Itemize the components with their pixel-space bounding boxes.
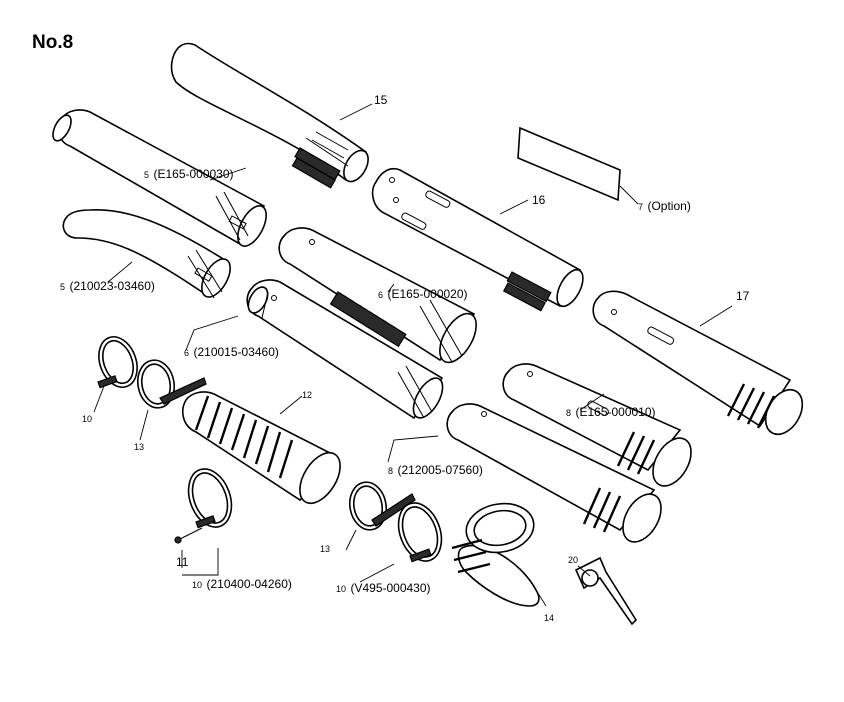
label-6-echo-ref: 6 [378,290,383,300]
cable-tie-13-top [136,359,207,409]
label-10-bottom: 10 (V495-000430) [336,579,431,596]
label-15: 15 [374,93,388,107]
label-7-code: (Option) [647,199,690,213]
label-7: 7 (Option) [638,197,691,214]
label-10-mid-code: (210400-04260) [206,577,291,591]
pipe-16 [371,167,584,312]
label-8-plain-code: (212005-07560) [397,463,482,477]
label-16: 16 [532,193,546,207]
pipe-6-plain [246,279,444,420]
label-14: 14 [544,613,554,623]
label-8-e165-code: (E165-000010) [575,405,655,419]
label-6-echo: 6 (E165-000020) [378,285,468,302]
label-20: 20 [568,555,578,565]
label-5-e165-ref: 5 [144,170,149,180]
label-7-ref: 7 [638,202,643,212]
label-5-e165: 5 (E165-000030) [144,165,234,182]
label-8-e165: 8 (E165-000010) [566,403,656,420]
pipe-8-e165 [502,363,692,487]
pipe-8-plain [446,403,662,543]
leader-lines [93,103,733,607]
label-8-e165-ref: 8 [566,408,571,418]
label-5-bent: 5 (210023-03460) [60,277,155,294]
clamp-10-top [97,336,138,389]
wrench-20 [574,556,638,626]
label-5-bent-ref: 5 [60,282,65,292]
label-5-e165-code: (E165-000030) [153,167,233,181]
label-5-bent-code: (210023-03460) [69,279,154,293]
pipe-5-e165 [52,109,267,247]
label-6-echo-code: (E165-000020) [387,287,467,301]
label-10-mid-ref: 10 [192,580,202,590]
label-13-bottom: 13 [320,544,330,554]
label-8-plain-ref: 8 [388,466,393,476]
label-10-bottom-code: (V495-000430) [350,581,430,595]
label-10-mid: 10 (210400-04260) [192,575,292,592]
label-17: 17 [736,289,750,303]
clamp-10-bottom [397,502,443,563]
label-6-plain: 6 (210015-03460) [184,343,279,360]
label-6-plain-ref: 6 [184,348,189,358]
label-8-plain: 8 (212005-07560) [388,461,483,478]
pipe-5-bent [62,209,231,299]
page-title: No.8 [32,32,73,53]
label-10-top: 10 [82,414,92,424]
label-13-top: 13 [134,442,144,452]
screw-11 [174,527,203,544]
label-11: 11 [176,555,189,569]
pipe-15 [170,42,369,189]
sticker-7 [517,126,621,202]
clamp-10-mid [187,468,233,529]
bellows-12 [182,391,341,505]
pipe-17 [592,290,804,436]
cable-tie-13-bottom [348,481,416,531]
pipe-6-echo: ECHO [278,227,477,364]
elbow-14 [451,502,540,607]
label-10-bottom-ref: 10 [336,584,346,594]
label-6-plain-code: (210015-03460) [193,345,278,359]
label-12: 12 [302,390,312,400]
part-labels: 15 16 7 (Option) 5 (E165-000030) 5 (2100… [60,93,750,623]
